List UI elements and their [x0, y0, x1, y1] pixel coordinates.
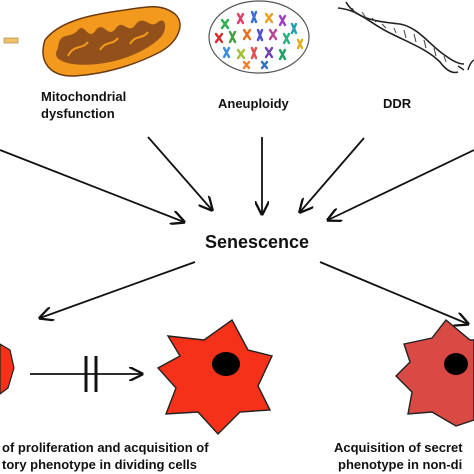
label-bottom-right-line1: Acquisition of secret [334, 440, 463, 455]
senescent-cell-icon [156, 318, 273, 436]
mitochondrion-icon [42, 6, 181, 77]
label-ddr: DDR [383, 96, 412, 111]
input-arrows [0, 136, 474, 222]
label-senescence: Senescence [205, 232, 309, 252]
arrow-from-ddr [300, 137, 365, 212]
arrow-to-nondividing [319, 261, 468, 324]
label-bottom-left-line1: of proliferation and acquisition of [2, 440, 209, 455]
label-aneuploidy: Aneuploidy [218, 96, 290, 111]
blocked-arrow-icon [30, 356, 142, 392]
dividing-cell-icon [0, 343, 15, 395]
label-bottom-right-line2: phenotype in non-di [338, 457, 462, 472]
arrow-from-left [0, 149, 184, 222]
nucleus-right [444, 353, 468, 375]
label-bottom-left-line2: tory phenotype in dividing cells [2, 457, 197, 472]
partial-icon-right [467, 59, 474, 71]
nucleus [212, 352, 240, 376]
label-mitochondrial-line2: dysfunction [41, 106, 115, 121]
arrow-from-right [328, 149, 474, 220]
partial-icon-left [3, 37, 19, 44]
dna-helix-icon [337, 1, 465, 74]
arrow-from-mitochondria [147, 136, 212, 210]
label-mitochondrial-line1: Mitochondrial [41, 89, 126, 104]
chromosome-spread-icon [208, 0, 310, 74]
senescent-cell-icon-right [395, 318, 474, 427]
arrow-to-dividing [40, 261, 196, 318]
output-arrows [40, 261, 468, 324]
